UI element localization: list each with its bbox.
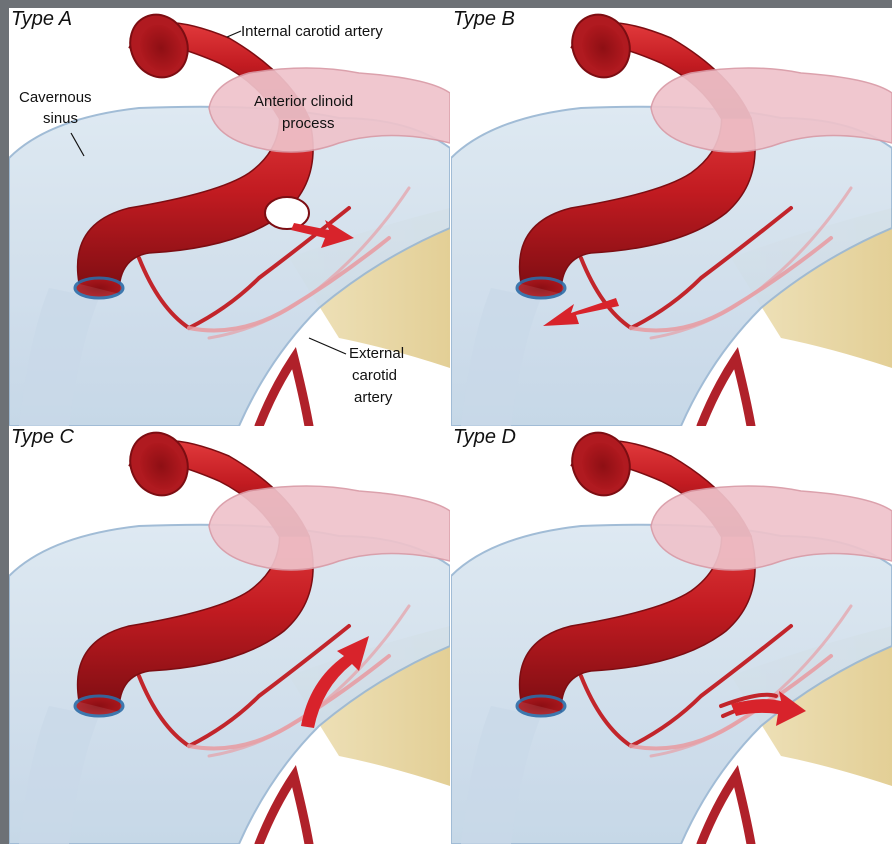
internal-carotid-label: Internal carotid artery bbox=[241, 22, 383, 42]
type-b-label: Type B bbox=[453, 8, 515, 31]
panel-type-b: Type B bbox=[451, 8, 892, 426]
type-c-label: Type C bbox=[11, 426, 74, 449]
external-label-line1: External bbox=[349, 344, 404, 364]
panel-c-illustration bbox=[9, 426, 450, 844]
cavernous-label-line2: sinus bbox=[43, 109, 78, 129]
fistula-opening bbox=[265, 197, 309, 229]
type-a-label: Type A bbox=[11, 8, 72, 31]
figure-frame: Type A Internal carotid artery Anterior … bbox=[9, 8, 892, 844]
external-label-line3: artery bbox=[354, 388, 392, 408]
panel-b-illustration bbox=[451, 8, 892, 426]
panel-type-d: Type D bbox=[451, 426, 892, 844]
cavernous-label-line1: Cavernous bbox=[19, 88, 92, 108]
panel-type-c: Type C bbox=[9, 426, 450, 844]
clinoid-label-line2: process bbox=[282, 114, 335, 134]
panel-type-a: Type A Internal carotid artery Anterior … bbox=[9, 8, 450, 426]
panel-d-illustration bbox=[451, 426, 892, 844]
clinoid-label-line1: Anterior clinoid bbox=[254, 92, 353, 112]
external-label-line2: carotid bbox=[352, 366, 397, 386]
type-d-label: Type D bbox=[453, 426, 516, 449]
